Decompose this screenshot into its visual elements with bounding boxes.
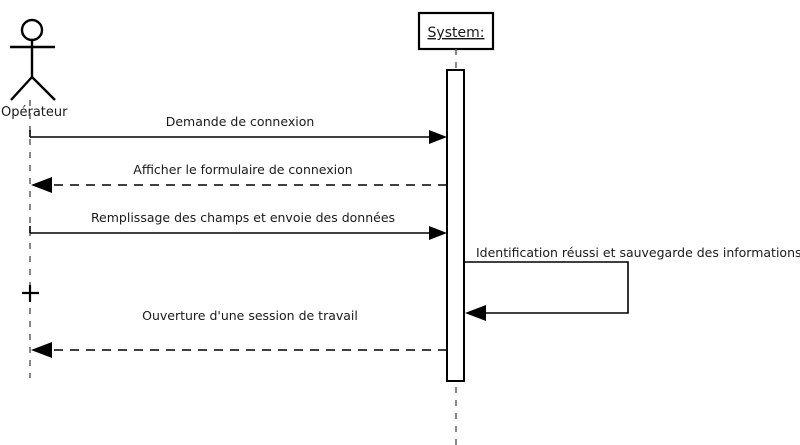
- actor-activation-tick: [22, 285, 39, 302]
- message-4-self-identification[interactable]: [464, 261, 629, 321]
- participant-box-system[interactable]: [417, 11, 495, 51]
- actor-operateur[interactable]: [10, 18, 56, 101]
- actor-label: Opérateur: [1, 105, 68, 120]
- actor-right-leg-icon: [31, 76, 56, 101]
- arrowhead-left-icon: [31, 177, 52, 193]
- arrowhead-right-icon: [429, 226, 447, 240]
- message-5-ouverture-session[interactable]: [31, 342, 448, 358]
- participant-label-system: System:: [428, 25, 485, 41]
- arrowhead-left-icon: [465, 305, 486, 321]
- message-1-demande-de-connexion[interactable]: [29, 130, 447, 144]
- arrowhead-right-icon: [429, 130, 447, 144]
- message-1-label: Demande de connexion: [166, 114, 315, 129]
- activation-bar-system: [446, 69, 465, 382]
- actor-left-leg-icon: [10, 76, 33, 101]
- message-3-label: Remplissage des champs et envoie des don…: [91, 210, 395, 225]
- message-3-remplissage-des-champs[interactable]: [29, 226, 447, 240]
- arrowhead-left-icon: [31, 342, 52, 358]
- message-4-label: Identification réussi et sauvegarde des …: [476, 245, 800, 260]
- message-5-label: Ouverture d'une session de travail: [142, 308, 358, 323]
- actor-head-icon: [20, 18, 44, 42]
- message-2-label: Afficher le formulaire de connexion: [133, 162, 352, 177]
- message-2-afficher-le-formulaire[interactable]: [31, 177, 447, 193]
